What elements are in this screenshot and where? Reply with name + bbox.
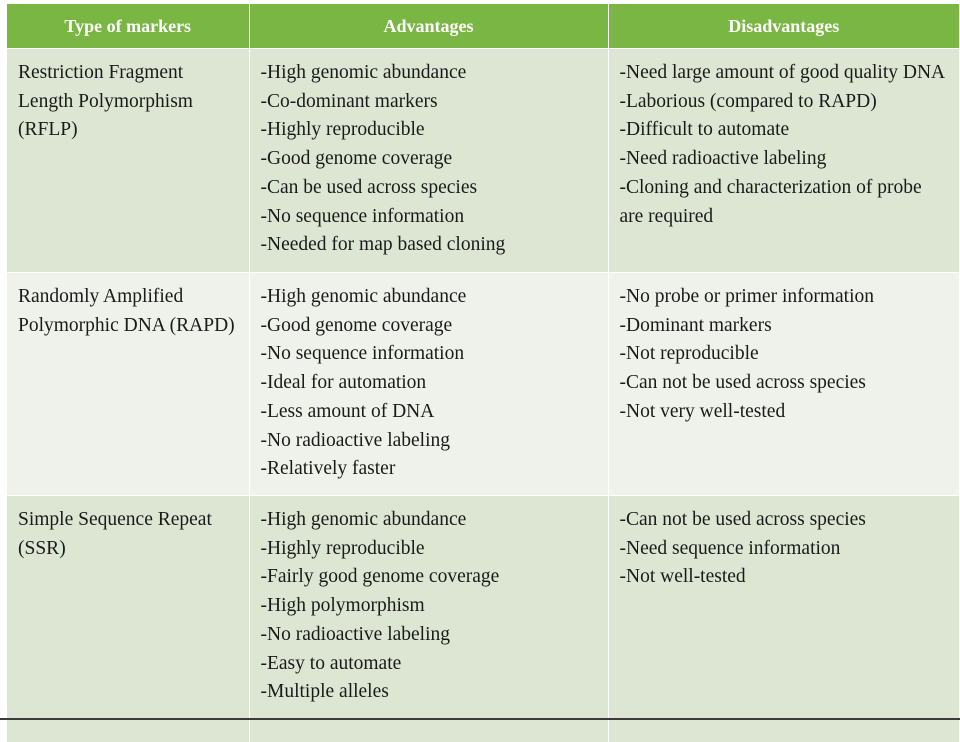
marker-comparison-table: Type of markers Advantages Disadvantages… [7, 4, 959, 742]
advantage-item: -Ideal for automation [261, 369, 598, 398]
advantage-item: -Highly reproducible [261, 116, 598, 145]
table-row-rapd: Randomly Amplified Polymorphic DNA (RAPD… [7, 273, 959, 496]
advantage-item: -Fairly good genome coverage [261, 563, 598, 592]
cell-type-rflp: Restriction Fragment Length Polymorphism… [7, 49, 249, 273]
advantage-item: -High polymorphism [261, 592, 598, 621]
cell-disadvantages-rapd: -No probe or primer information -Dominan… [608, 273, 959, 496]
marker-type-label: Simple Sequence Repeat (SSR) [18, 506, 239, 563]
disadvantage-item: -Not reproducible [620, 340, 950, 369]
advantage-item: -High genomic abundance [261, 283, 598, 312]
advantage-item: -Needed for map based cloning [261, 231, 598, 260]
header-advantages: Advantages [249, 4, 608, 49]
marker-comparison-table-container: Type of markers Advantages Disadvantages… [7, 4, 959, 720]
advantage-item: -Easy to automate [261, 650, 598, 679]
cell-disadvantages-rflp: -Need large amount of good quality DNA -… [608, 49, 959, 273]
advantage-item: -Multiple alleles [261, 678, 598, 707]
disadvantage-item: -Not well-tested [620, 563, 950, 592]
cell-advantages-rflp: -High genomic abundance -Co-dominant mar… [249, 49, 608, 273]
disadvantage-item: -Laborious (compared to RAPD) [620, 88, 950, 117]
disadvantage-item: -Can not be used across species [620, 506, 950, 535]
cell-type-rapd: Randomly Amplified Polymorphic DNA (RAPD… [7, 273, 249, 496]
table-header: Type of markers Advantages Disadvantages [7, 4, 959, 49]
cell-type-ssr: Simple Sequence Repeat (SSR) [7, 496, 249, 742]
advantage-item: -Can be used across species [261, 174, 598, 203]
disadvantage-item: -Need large amount of good quality DNA [620, 59, 950, 88]
advantage-item: -No radioactive labeling [261, 621, 598, 650]
advantage-item: -Co-dominant markers [261, 88, 598, 117]
table-row-rflp: Restriction Fragment Length Polymorphism… [7, 49, 959, 273]
disadvantage-item: -Dominant markers [620, 312, 950, 341]
disadvantage-item: -Difficult to automate [620, 116, 950, 145]
disadvantage-item: -No probe or primer information [620, 283, 950, 312]
disadvantage-item: -Need sequence information [620, 535, 950, 564]
header-type-of-markers: Type of markers [7, 4, 249, 49]
advantage-item: -Relatively faster [261, 455, 598, 484]
cell-disadvantages-ssr: -Can not be used across species -Need se… [608, 496, 959, 742]
advantage-item: -High genomic abundance [261, 506, 598, 535]
disadvantage-item: -Not very well-tested [620, 398, 950, 427]
advantage-item: -Good genome coverage [261, 312, 598, 341]
table-row-ssr: Simple Sequence Repeat (SSR) -High genom… [7, 496, 959, 742]
advantage-item: -Good genome coverage [261, 145, 598, 174]
table-body: Restriction Fragment Length Polymorphism… [7, 49, 959, 742]
marker-type-label: Restriction Fragment Length Polymorphism… [18, 59, 239, 145]
advantage-item: -No sequence information [261, 203, 598, 232]
advantage-item: -No radioactive labeling [261, 427, 598, 456]
advantage-item: -No sequence information [261, 340, 598, 369]
cell-advantages-rapd: -High genomic abundance -Good genome cov… [249, 273, 608, 496]
cell-advantages-ssr: -High genomic abundance -Highly reproduc… [249, 496, 608, 742]
marker-type-label: Randomly Amplified Polymorphic DNA (RAPD… [18, 283, 239, 340]
advantage-item: -High genomic abundance [261, 59, 598, 88]
advantage-item: -Less amount of DNA [261, 398, 598, 427]
header-disadvantages: Disadvantages [608, 4, 959, 49]
advantage-item: -Highly reproducible [261, 535, 598, 564]
disadvantage-item: -Can not be used across species [620, 369, 950, 398]
disadvantage-item: -Need radioactive labeling [620, 145, 950, 174]
header-row: Type of markers Advantages Disadvantages [7, 4, 959, 49]
disadvantage-item: -Cloning and characterization of probe a… [620, 174, 950, 231]
